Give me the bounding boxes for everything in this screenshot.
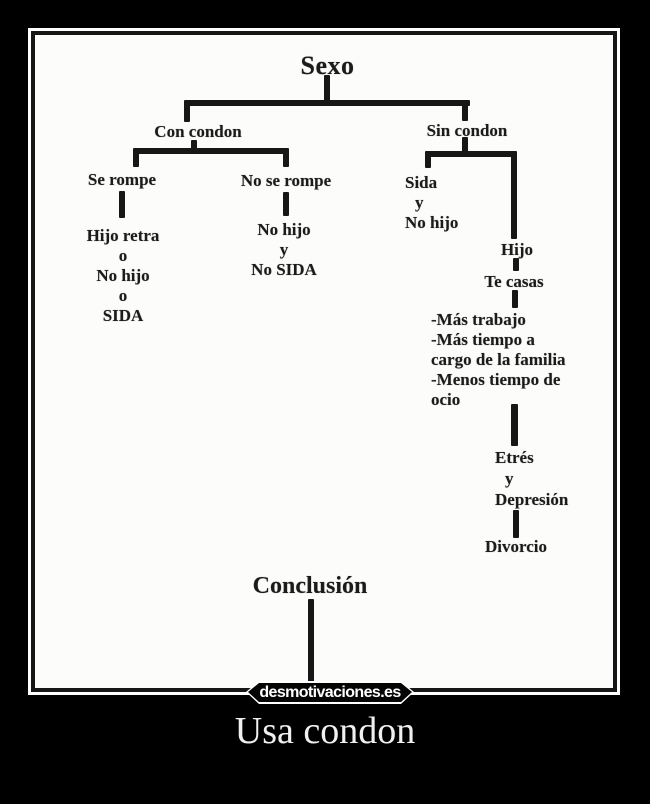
list-item: ocio xyxy=(431,390,461,409)
outcome-no-se-rompe: No hijo y No SIDA xyxy=(224,220,344,280)
image-frame: Sexo Con condon Se rompe Hijo retra o No… xyxy=(28,28,620,695)
connector-line xyxy=(462,137,468,152)
connector-line xyxy=(283,152,289,167)
outcome-line: Etrés xyxy=(495,448,534,467)
connector-line xyxy=(133,148,289,154)
watermark-lozenge-fill xyxy=(248,683,412,702)
connector-line xyxy=(324,75,330,102)
flowchart-layer: Sexo Con condon Se rompe Hijo retra o No… xyxy=(35,35,613,688)
connector-line xyxy=(133,152,139,167)
connector-line xyxy=(425,151,517,157)
node-conclusion: Conclusión xyxy=(252,573,368,599)
node-divorcio: Divorcio xyxy=(484,537,547,556)
connector-line xyxy=(283,192,289,216)
node-te-casas: Te casas xyxy=(484,272,544,291)
outcome-line: Sida xyxy=(405,173,438,192)
outcome-line: y xyxy=(279,240,289,259)
outcome-line: y xyxy=(505,469,514,488)
outcome-se-rompe: Hijo retra o No hijo o SIDA xyxy=(63,226,183,326)
outcome-line: SIDA xyxy=(102,306,144,325)
outcome-line: o xyxy=(118,286,128,305)
node-hijo: Hijo xyxy=(500,240,534,259)
watermark-lozenge: desmotivaciones.es xyxy=(246,681,414,704)
outcome-line: o xyxy=(118,246,128,265)
connector-line xyxy=(425,155,431,168)
outcome-line: No hijo xyxy=(257,220,311,239)
outcome-line: No SIDA xyxy=(251,260,317,279)
connector-line xyxy=(513,258,519,271)
outcome-line: No hijo xyxy=(96,266,150,285)
list-marriage-consequences: -Más trabajo -Más tiempo a cargo de la f… xyxy=(431,310,613,410)
outcome-line: Depresión xyxy=(495,490,569,509)
block-stress-depression: Etrés y Depresión xyxy=(495,447,605,510)
connector-line xyxy=(511,155,517,239)
node-se-rompe: Se rompe xyxy=(87,170,157,189)
connector-line xyxy=(462,104,468,121)
list-item: -Más tiempo a xyxy=(431,330,535,349)
node-sexo: Sexo xyxy=(300,51,355,80)
connector-line xyxy=(513,510,519,538)
list-item: -Menos tiempo de xyxy=(431,370,561,389)
connector-line xyxy=(191,140,197,150)
connector-line xyxy=(308,599,314,688)
node-sin-condon: Sin condon xyxy=(426,121,508,140)
connector-line xyxy=(512,290,518,308)
outcome-sin-condon-sida: Sida y No hijo xyxy=(405,173,495,233)
connector-line xyxy=(184,100,470,106)
connector-line xyxy=(184,104,190,122)
node-con-condon: Con condon xyxy=(154,122,242,141)
outcome-line: No hijo xyxy=(405,213,459,232)
outcome-line: y xyxy=(415,193,424,212)
connector-line xyxy=(119,191,125,218)
node-no-se-rompe: No se rompe xyxy=(240,171,332,190)
connector-line xyxy=(511,404,518,446)
outcome-line: Hijo retra xyxy=(86,226,160,245)
watermark-text: desmotivaciones.es xyxy=(259,684,401,701)
list-item: -Más trabajo xyxy=(431,310,526,329)
list-item: cargo de la familia xyxy=(431,350,566,369)
flowchart-image: Sexo Con condon Se rompe Hijo retra o No… xyxy=(31,31,617,692)
caption-text: Usa condon xyxy=(234,710,416,752)
